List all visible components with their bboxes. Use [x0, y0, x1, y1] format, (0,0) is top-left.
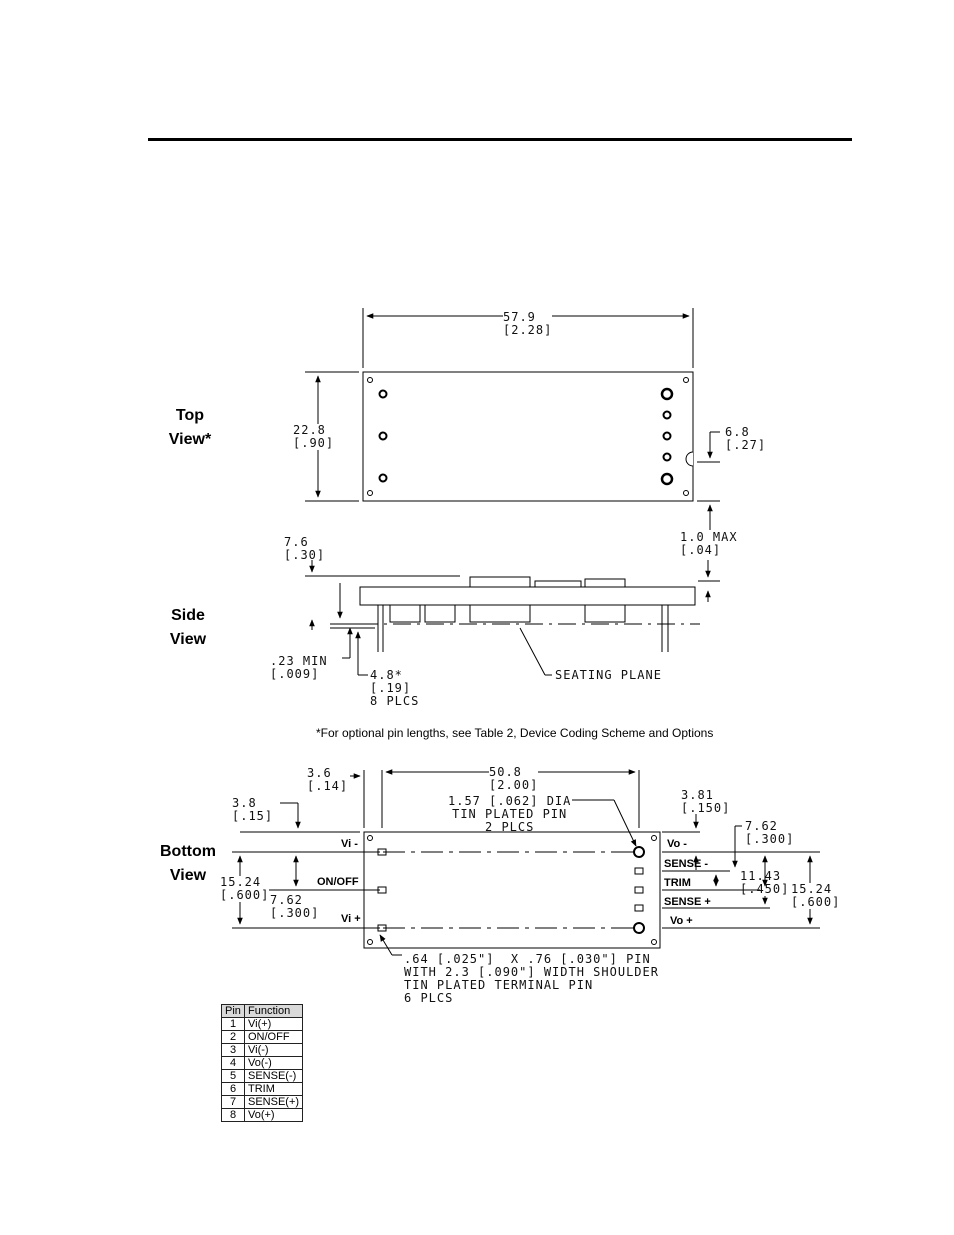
- pin-spacing-dimension: 50.8 [2.00]: [489, 765, 539, 792]
- pin-function: Vo(+): [243, 1108, 304, 1122]
- pin-number: 7: [221, 1095, 245, 1109]
- top-view-outline: [362, 371, 694, 502]
- width-dimension: 22.8 [.90]: [293, 423, 335, 450]
- dim-11-43: 11.43 [.450]: [740, 869, 790, 896]
- pin-number: 6: [221, 1082, 245, 1096]
- pin-function: SENSE(+): [243, 1095, 304, 1109]
- header-pin: Pin: [221, 1004, 245, 1018]
- top-view-label: Top View*: [168, 407, 212, 448]
- pin-length-note: *For optional pin lengths, see Table 2, …: [316, 726, 714, 740]
- pin-function: TRIM: [243, 1082, 304, 1096]
- pin-label-vi-plus: Vi +: [341, 913, 361, 925]
- bottom-view-outline: [363, 831, 661, 949]
- pin-number: 5: [221, 1069, 245, 1083]
- dim-15-24-left: 15.24 [.600]: [220, 875, 270, 902]
- pin-length-dimension: 4.8* [.19] 8 PLCS: [370, 668, 420, 708]
- dim-7-62-right: 7.62 [.300]: [745, 819, 795, 846]
- dim-7-62-left: 7.62 [.300]: [270, 893, 320, 920]
- dim-15-24-right: 15.24 [.600]: [791, 882, 841, 909]
- header-rule: [148, 138, 852, 141]
- side-height-dimension: 7.6 [.30]: [284, 535, 326, 562]
- pin-label-sense-minus: SENSE -: [664, 858, 709, 870]
- notch: [685, 451, 694, 467]
- edge-3-8-dimension: 3.8 [.15]: [232, 796, 274, 823]
- pin-label-sense-plus: SENSE +: [664, 896, 711, 908]
- pin-number: 2: [221, 1030, 245, 1044]
- table-header-row: Pin Function: [221, 1004, 304, 1018]
- pin-function: Vi(-): [243, 1043, 304, 1057]
- bottom-view-label: Bottom View: [160, 843, 216, 884]
- side-view-label: Side View: [169, 607, 207, 648]
- pin-label-vo-minus: Vo -: [667, 838, 687, 850]
- pin-number: 8: [221, 1108, 245, 1122]
- max-height-dimension: 1.0 MAX [.04]: [680, 530, 738, 557]
- edge-offset-dimension: 3.6 [.14]: [307, 766, 349, 793]
- pin-label-vi-minus: Vi -: [341, 838, 358, 850]
- min-gap-dimension: .23 MIN [.009]: [270, 654, 328, 681]
- pin-diameter-note: 1.57 [.062] DIA TIN PLATED PIN 2 PLCS: [448, 794, 572, 834]
- notch-dimension: 6.8 [.27]: [725, 425, 767, 452]
- dim-3-81: 3.81 [.150]: [681, 788, 731, 815]
- length-dimension: 57.9 [2.28]: [503, 310, 553, 337]
- pin-function: Vo(-): [243, 1056, 304, 1070]
- pin-function: Vi(+): [243, 1017, 304, 1031]
- pin-number: 1: [221, 1017, 245, 1031]
- pin-function: ON/OFF: [243, 1030, 304, 1044]
- header-function: Function: [243, 1004, 304, 1018]
- side-view-board: [359, 586, 696, 606]
- pin-label-on-off: ON/OFF: [317, 876, 359, 888]
- terminal-pin-note: .64 [.025"] X .76 [.030"] PIN WITH 2.3 […: [404, 952, 659, 1005]
- pin-number: 4: [221, 1056, 245, 1070]
- pin-function: SENSE(-): [243, 1069, 304, 1083]
- pin-label-vo-plus: Vo +: [670, 915, 693, 927]
- pin-number: 3: [221, 1043, 245, 1057]
- seating-plane-label: SEATING PLANE: [555, 668, 662, 682]
- pin-label-trim: TRIM: [664, 877, 691, 889]
